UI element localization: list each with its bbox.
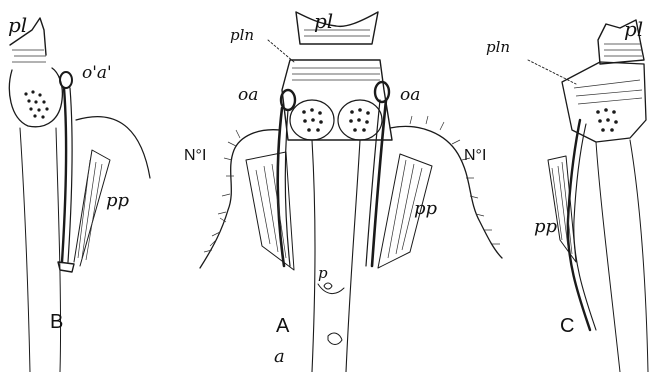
label-a-oa-left: oa (238, 85, 258, 105)
label-a-nerve-right: N°I (464, 147, 486, 164)
label-b-pp: pp (106, 190, 130, 211)
label-a-pp-right: pp (414, 198, 438, 219)
pore-dots-a (302, 108, 370, 132)
label-c-pln: pln (486, 38, 510, 56)
label-c-pl: pl (624, 17, 643, 41)
label-c-pp: pp (534, 216, 558, 237)
label-a-nerve-left: N°I (184, 147, 206, 164)
pore-dots-b (24, 90, 48, 118)
panel-letter-c: C (560, 315, 574, 337)
panel-a (200, 12, 502, 372)
label-a-stem: p (318, 264, 328, 282)
panel-c (528, 20, 648, 372)
label-a-pl: pl (314, 9, 333, 33)
label-a-pln: pln (230, 26, 254, 44)
panel-letter-b: B (50, 311, 63, 333)
label-a-oa-right: oa (400, 85, 420, 105)
label-a-lower: a (274, 346, 285, 367)
label-b-pl: pl (8, 13, 27, 37)
panel-letter-a: A (276, 315, 290, 337)
pore-dots-c (596, 108, 618, 132)
label-b-oa: o'a' (82, 63, 112, 83)
